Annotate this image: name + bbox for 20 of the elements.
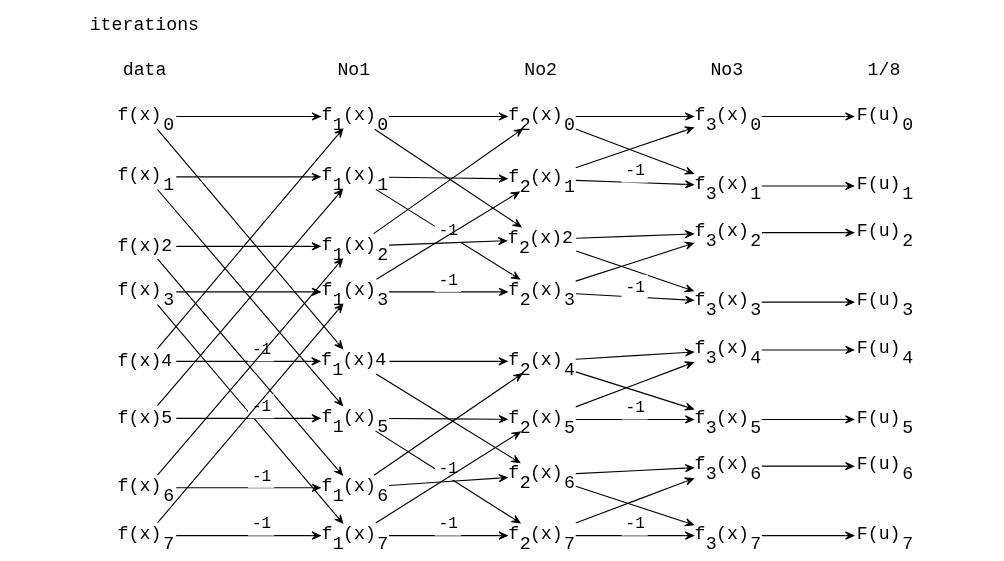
edge-label: -1 — [438, 515, 458, 534]
label: data — [122, 60, 167, 81]
edge-label: -1 — [252, 467, 272, 486]
node-text: f(x)5 — [117, 407, 173, 428]
label: No2 — [524, 60, 558, 81]
node-text: f(x)4 — [117, 350, 173, 371]
edge-label: -1 — [625, 278, 645, 297]
edge-label: -1 — [625, 399, 645, 418]
node-text: f(x)2 — [117, 235, 173, 256]
label: 1/8 — [867, 60, 901, 81]
label: No1 — [337, 60, 371, 81]
edge-label: -1 — [625, 515, 645, 534]
edge-label: -1 — [438, 221, 458, 240]
edge-label: -1 — [438, 271, 458, 290]
edge-label: -1 — [252, 515, 272, 534]
edge-label: -1 — [252, 398, 272, 417]
label: No3 — [710, 60, 744, 81]
label: iterations — [89, 14, 200, 35]
edge-label: -1 — [625, 162, 645, 181]
edge-label: -1 — [438, 459, 458, 478]
